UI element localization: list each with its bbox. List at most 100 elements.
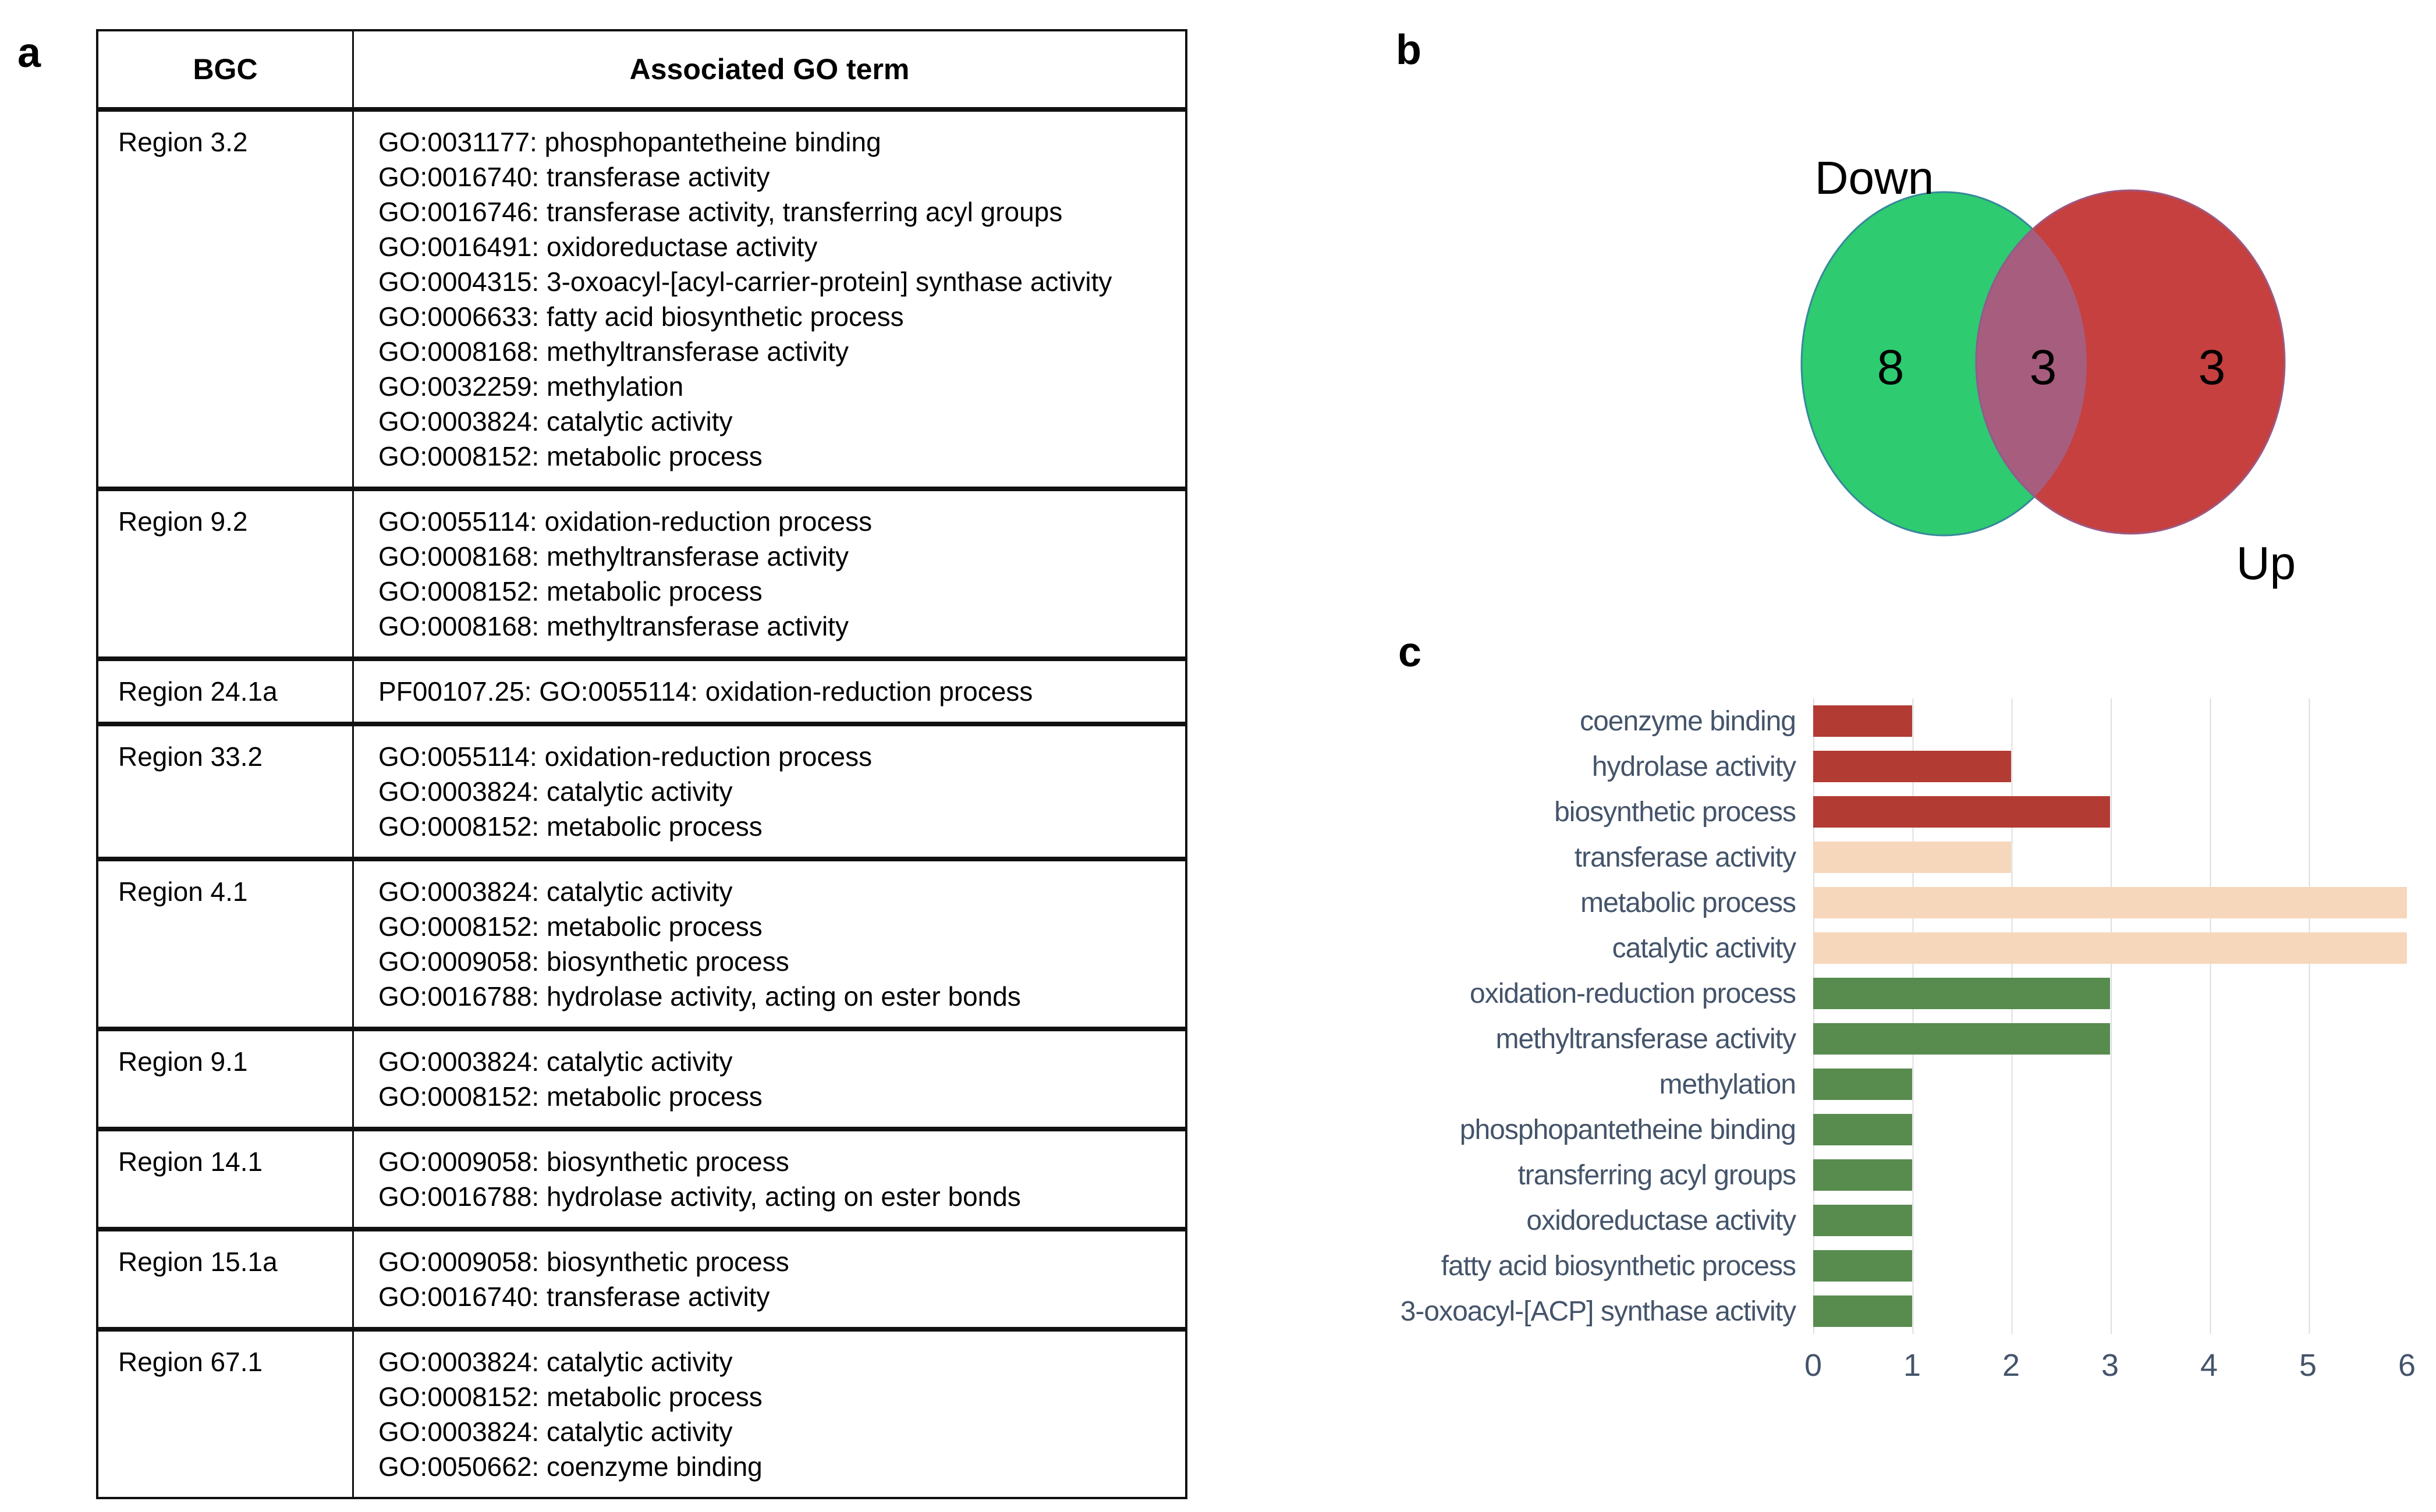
bar xyxy=(1813,1023,2110,1055)
venn-up-label: Up xyxy=(2236,537,2296,589)
go-term: GO:0003824: catalytic activity xyxy=(378,1046,733,1077)
go-term: GO:0055114: oxidation-reduction process xyxy=(378,741,873,772)
venn-overlap-count: 3 xyxy=(2030,340,2057,395)
go-term: GO:0016788: hydrolase activity, acting o… xyxy=(378,981,1021,1011)
go-term: GO:0008168: methyltransferase activity xyxy=(378,336,849,367)
bar-track xyxy=(1813,1114,2407,1145)
category-label: oxidation-reduction process xyxy=(1470,978,1796,1009)
bar xyxy=(1813,1069,1912,1100)
column-header-go-term: Associated GO term xyxy=(353,30,1186,112)
category-label: oxidoreductase activity xyxy=(1526,1205,1796,1236)
venn-overlap-region xyxy=(1975,192,2087,535)
category-label: coenzyme binding xyxy=(1580,705,1796,737)
bar-track xyxy=(1813,1205,2407,1236)
bar-chart-row: biosynthetic process xyxy=(1327,789,2410,835)
bar xyxy=(1813,887,2407,918)
bar-track xyxy=(1813,978,2407,1009)
bar-chart-row: transferring acyl groups xyxy=(1327,1152,2410,1198)
category-label: phosphopantetheine binding xyxy=(1459,1114,1796,1145)
go-term: GO:0003824: catalytic activity xyxy=(378,876,733,907)
go-term: GO:0008152: metabolic process xyxy=(378,1081,763,1112)
go-term-bar-chart: coenzyme binding hydrolase activity biosyn… xyxy=(1327,698,2410,1334)
go-term: GO:0004315: 3-oxoacyl-[acyl-carrier-prot… xyxy=(378,267,1112,297)
x-tick-label: 1 xyxy=(1903,1348,1921,1383)
go-term: GO:0016740: transferase activity xyxy=(378,162,770,192)
category-label: transferring acyl groups xyxy=(1517,1159,1796,1191)
go-term: GO:0003824: catalytic activity xyxy=(378,1347,733,1377)
go-term: GO:0016740: transferase activity xyxy=(378,1282,770,1312)
bar-track xyxy=(1813,751,2407,782)
bar xyxy=(1813,1114,1912,1145)
bar-chart-row: hydrolase activity xyxy=(1327,744,2410,789)
bar xyxy=(1813,705,1912,737)
category-label: methylation xyxy=(1659,1069,1796,1100)
bar xyxy=(1813,751,2011,782)
x-tick-label: 0 xyxy=(1804,1348,1822,1383)
go-term: GO:0006633: fatty acid biosynthetic proc… xyxy=(378,301,904,332)
go-term: GO:0009058: biosynthetic process xyxy=(378,1147,789,1177)
category-label: fatty acid biosynthetic process xyxy=(1441,1250,1796,1282)
bar-chart-row: fatty acid biosynthetic process xyxy=(1327,1243,2410,1289)
x-tick-label: 2 xyxy=(2002,1348,2020,1383)
go-term: GO:0050662: coenzyme binding xyxy=(378,1451,763,1482)
bgc-cell: Region 14.1 xyxy=(97,1127,354,1229)
go-term: GO:0008152: metabolic process xyxy=(378,911,763,942)
x-tick-label: 4 xyxy=(2200,1348,2218,1383)
bar-chart-row: transferase activity xyxy=(1327,835,2410,880)
category-label: hydrolase activity xyxy=(1591,751,1796,782)
go-term: GO:0016788: hydrolase activity, acting o… xyxy=(378,1181,1021,1212)
bar-track xyxy=(1813,1159,2407,1191)
category-label: 3-oxoacyl-[ACP] synthase activity xyxy=(1400,1296,1796,1327)
panel-c-label: c xyxy=(1398,629,1422,676)
bar-track xyxy=(1813,1296,2407,1327)
venn-down-count: 8 xyxy=(1877,340,1905,395)
go-term: GO:0055114: oxidation-reduction process xyxy=(378,506,873,537)
bar-track xyxy=(1813,887,2407,918)
go-term: GO:0016491: oxidoreductase activity xyxy=(378,232,818,262)
bar-chart-row: metabolic process xyxy=(1327,880,2410,925)
bar xyxy=(1813,842,2011,873)
category-label: metabolic process xyxy=(1580,887,1796,918)
go-term: GO:0008152: metabolic process xyxy=(378,811,763,842)
bar-track xyxy=(1813,932,2407,964)
bgc-cell: Region 33.2 xyxy=(97,722,354,859)
bar-track xyxy=(1813,796,2407,828)
bar xyxy=(1813,932,2407,964)
bar xyxy=(1813,1205,1912,1236)
go-term: GO:0008168: methyltransferase activity xyxy=(378,611,849,641)
bar-chart-row: 3-oxoacyl-[ACP] synthase activity xyxy=(1327,1289,2410,1334)
bar-track xyxy=(1813,705,2407,737)
x-tick-label: 5 xyxy=(2299,1348,2317,1383)
venn-diagram: Down Up 8 3 3 xyxy=(1800,152,2296,589)
go-term: GO:0008168: methyltransferase activity xyxy=(378,541,849,572)
go-term: GO:0008152: metabolic process xyxy=(378,1382,763,1412)
category-label: methyltransferase activity xyxy=(1495,1023,1796,1055)
bgc-cell: Region 67.1 xyxy=(97,1327,354,1498)
bgc-cell: Region 3.2 xyxy=(97,109,354,489)
panel-b-label: b xyxy=(1396,27,1421,73)
bar-rows: coenzyme binding hydrolase activity biosyn… xyxy=(1327,698,2410,1334)
go-term: GO:0009058: biosynthetic process xyxy=(378,1247,789,1277)
bar xyxy=(1813,796,2110,828)
bar-chart-row: oxidation-reduction process xyxy=(1327,971,2410,1016)
venn-up-count: 3 xyxy=(2199,340,2226,395)
table-header: BGC Associated GO term xyxy=(97,30,1186,112)
bgc-cell: Region 9.2 xyxy=(97,487,354,659)
category-label: biosynthetic process xyxy=(1554,796,1796,828)
go-term: GO:0003824: catalytic activity xyxy=(378,1417,733,1447)
bar-chart-row: methyltransferase activity xyxy=(1327,1016,2410,1062)
